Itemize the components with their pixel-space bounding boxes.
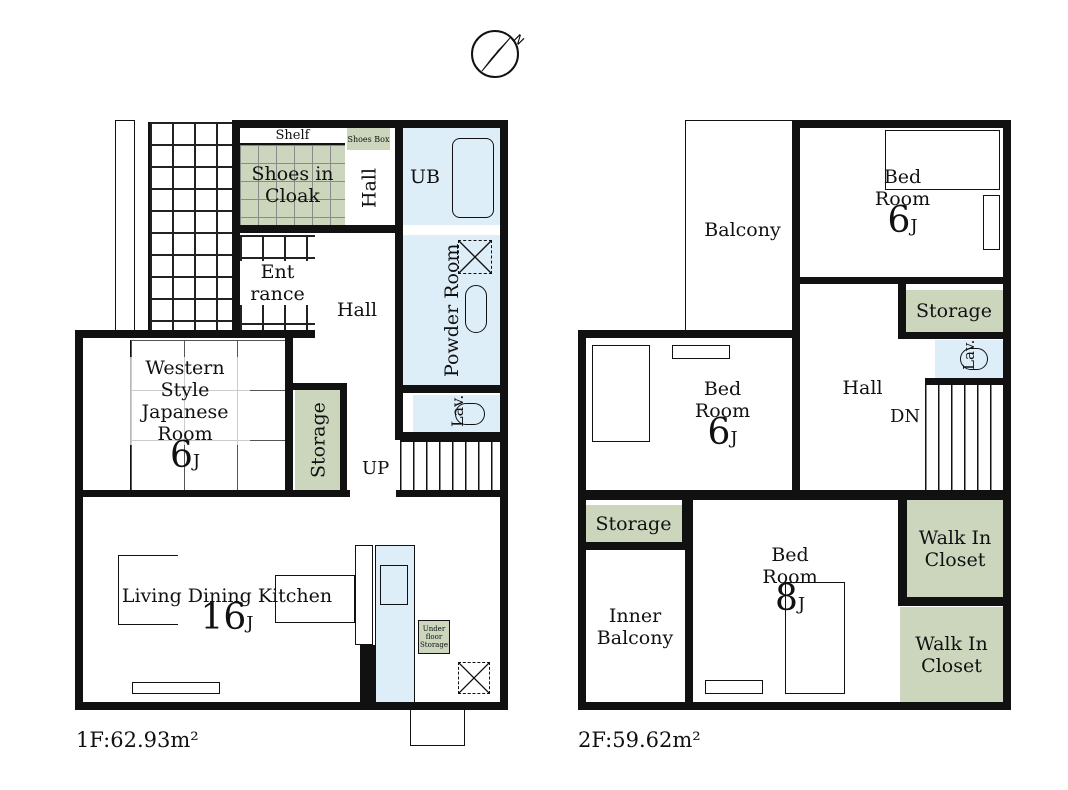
room-hall: Hall xyxy=(336,299,378,321)
room-hall-small: Hall xyxy=(358,167,381,208)
desk-icon xyxy=(705,680,763,694)
bedroom-main-size: 8J xyxy=(774,578,806,619)
japanese-room-size: 6J xyxy=(169,435,201,476)
wall xyxy=(395,432,505,440)
wall xyxy=(1003,120,1011,710)
entrance-label: Ent rance xyxy=(240,260,315,305)
bed-icon xyxy=(785,582,845,694)
japanese-room-name: Western Style Japanese Room xyxy=(120,357,250,445)
wall xyxy=(898,282,906,337)
wall xyxy=(75,490,350,497)
room-shoes-in-cloak: Shoes in Cloak xyxy=(240,145,345,225)
room-hall-2f: Hall xyxy=(842,376,883,399)
wall xyxy=(925,378,1010,385)
entry-door-1f[interactable] xyxy=(410,708,465,746)
wall xyxy=(232,120,240,335)
room-wic-1: Walk In Closet xyxy=(907,500,1003,597)
toilet-icon xyxy=(455,403,485,425)
toilet-icon-2f xyxy=(960,348,988,370)
porch xyxy=(148,122,236,332)
bedroom-left-name: Bed Room xyxy=(694,377,751,422)
wall xyxy=(235,120,505,128)
wall xyxy=(285,335,293,495)
underfloor-storage: Under floor Storage xyxy=(418,620,450,654)
compass-north-label: N xyxy=(511,32,527,48)
room-storage-top: Storage xyxy=(905,290,1003,332)
wall xyxy=(685,495,693,707)
room-bedroom-main: Bed Room 8J xyxy=(695,500,900,700)
wall xyxy=(395,385,505,393)
wall xyxy=(792,120,800,495)
wall xyxy=(795,120,1010,128)
sink-icon xyxy=(380,565,408,605)
wall xyxy=(395,120,403,440)
bed-icon xyxy=(592,345,650,442)
floor-2-area: 2F:59.62m² xyxy=(578,728,701,752)
bedroom-top-name: Bed Room xyxy=(874,166,931,210)
japanese-room-label: Western Style Japanese Room 6J xyxy=(120,345,250,485)
washbasin-icon xyxy=(465,285,487,333)
fridge-icon xyxy=(458,662,490,694)
room-storage-1f: Storage xyxy=(295,390,342,490)
wall xyxy=(792,277,1007,284)
staircase-2f[interactable] xyxy=(925,385,1005,490)
ldk-size: 16J xyxy=(200,596,254,638)
room-inner-balcony: Inner Balcony xyxy=(596,605,674,649)
dining-table-icon xyxy=(275,575,355,623)
sofa-icon xyxy=(118,555,178,625)
porch-rail xyxy=(115,120,135,332)
up-label: UP xyxy=(362,458,390,479)
bedroom-top-size: 6J xyxy=(887,200,918,241)
wall xyxy=(340,383,347,493)
bathtub xyxy=(452,138,494,218)
room-wic-2: Walk In Closet xyxy=(900,607,1003,702)
wall xyxy=(578,490,1008,500)
wall xyxy=(75,702,505,710)
bedroom-left-size: 6J xyxy=(707,411,738,453)
wall xyxy=(578,542,688,550)
staircase-1f[interactable] xyxy=(400,440,502,490)
kitchen-island xyxy=(355,545,373,645)
room-entrance: Ent rance xyxy=(240,235,315,330)
room-bedroom-left: Bed Room 6J xyxy=(585,337,790,490)
wall xyxy=(75,330,83,710)
room-ldk: Living Dining Kitchen 16J xyxy=(82,497,372,702)
washing-machine-icon xyxy=(458,240,492,274)
wall xyxy=(75,330,315,338)
ldk-name: Living Dining Kitchen xyxy=(121,584,333,607)
wall xyxy=(360,645,375,705)
dn-label: DN xyxy=(890,406,921,427)
wall xyxy=(240,225,402,233)
wall xyxy=(578,330,800,338)
wall xyxy=(578,702,1008,710)
room-shelf: Shelf xyxy=(240,128,345,145)
wall xyxy=(396,490,506,497)
bed-icon xyxy=(885,130,1000,190)
room-bedroom-top: Bed Room 6J xyxy=(800,127,1005,277)
tv-icon xyxy=(132,682,220,694)
wall xyxy=(578,330,586,710)
wall xyxy=(500,120,508,710)
wall xyxy=(898,597,1008,606)
floor-1-area: 1F:62.93m² xyxy=(76,728,199,752)
desk-icon xyxy=(672,345,730,359)
room-storage-left: Storage xyxy=(585,505,682,542)
desk-icon xyxy=(983,195,1000,250)
compass-icon: N xyxy=(470,26,527,78)
wall xyxy=(898,495,907,605)
balcony-label: Balcony xyxy=(704,219,781,241)
room-shoes-box: Shoes Box xyxy=(347,128,390,150)
wall xyxy=(290,383,345,390)
wall xyxy=(898,332,1008,339)
